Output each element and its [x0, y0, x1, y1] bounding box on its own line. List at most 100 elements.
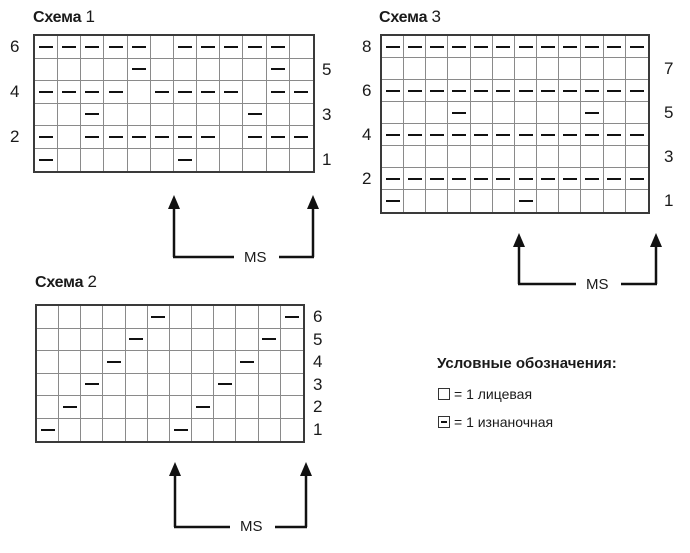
knit-stitch-cell: [197, 58, 221, 81]
knit-stitch-cell: [280, 329, 303, 351]
knit-stitch-cell: [126, 418, 148, 441]
purl-stitch-cell: [581, 124, 604, 146]
purl-stitch-cell: [448, 168, 471, 190]
purl-stitch-cell: [58, 81, 82, 104]
knit-stitch-cell: [559, 58, 582, 80]
purl-stitch-cell: [514, 124, 538, 146]
row-number-left: 2: [362, 169, 372, 188]
row-number-right: 5: [322, 59, 332, 79]
knit-stitch-cell: [214, 351, 237, 374]
knit-stitch-cell: [243, 58, 267, 81]
purl-stitch-cell: [404, 80, 427, 102]
purl-stitch-cell: [470, 168, 493, 190]
purl-stitch-cell: [492, 80, 515, 102]
knit-stitch-cell: [280, 396, 303, 419]
knit-stitch-cell: [236, 396, 259, 419]
knit-stitch-cell: [448, 146, 471, 168]
knit-stitch-cell: [382, 146, 405, 168]
purl-symbol-icon: [438, 416, 450, 428]
repeat-label: MS: [586, 276, 609, 293]
purl-stitch-cell: [103, 351, 126, 374]
purl-stitch-cell: [514, 168, 538, 190]
knit-stitch-cell: [59, 373, 82, 396]
knit-stitch-cell: [103, 306, 126, 329]
arrow-left-head-icon: [169, 462, 181, 476]
knit-stitch-cell: [290, 149, 313, 172]
purl-stitch-cell: [173, 81, 198, 104]
purl-stitch-cell: [559, 168, 582, 190]
knit-stitch-cell: [426, 58, 449, 80]
scheme-3-title-word: Схема: [379, 9, 428, 26]
knit-stitch-cell: [492, 58, 515, 80]
knit-stitch-cell: [220, 126, 244, 149]
purl-stitch-cell: [625, 80, 648, 102]
purl-stitch-cell: [514, 80, 538, 102]
purl-stitch-cell: [289, 126, 313, 149]
purl-stitch-cell: [426, 124, 449, 146]
purl-stitch-cell: [581, 168, 604, 190]
purl-stitch-cell: [492, 36, 515, 58]
knit-stitch-cell: [173, 103, 198, 126]
knit-stitch-cell: [127, 103, 151, 126]
purl-stitch-cell: [37, 418, 60, 441]
knit-stitch-cell: [603, 102, 626, 124]
purl-stitch-cell: [470, 36, 493, 58]
scheme-1-title-word: Схема: [33, 9, 82, 26]
knit-stitch-cell: [281, 419, 303, 442]
knit-stitch-cell: [404, 58, 427, 80]
purl-stitch-cell: [625, 124, 648, 146]
knit-stitch-cell: [470, 102, 493, 124]
purl-stitch-cell: [243, 126, 267, 149]
scheme-2-title-word: Схема: [35, 274, 84, 291]
knit-stitch-cell: [259, 418, 281, 441]
row-number-right: 3: [664, 147, 674, 166]
purl-stitch-cell: [243, 103, 267, 126]
row-number-right: 1: [313, 419, 323, 439]
purl-stitch-cell: [127, 58, 151, 81]
knit-stitch-cell: [150, 36, 174, 59]
arrow-right-head-icon: [307, 195, 319, 209]
knit-stitch-cell: [192, 418, 215, 441]
knit-stitch-cell: [125, 351, 148, 374]
knit-stitch-cell: [537, 190, 560, 212]
purl-stitch-cell: [236, 351, 259, 374]
knit-stitch-cell: [169, 351, 193, 374]
purl-stitch-cell: [448, 124, 471, 146]
purl-stitch-cell: [258, 328, 281, 351]
purl-stitch-cell: [625, 168, 648, 190]
purl-stitch-cell: [174, 148, 198, 171]
knit-stitch-cell: [81, 328, 104, 351]
knit-stitch-cell: [103, 328, 126, 351]
knit-stitch-cell: [192, 373, 215, 396]
knit-stitch-cell: [147, 328, 170, 351]
knit-stitch-cell: [243, 81, 267, 104]
purl-stitch-cell: [104, 81, 128, 104]
purl-stitch-cell: [537, 36, 560, 58]
knit-stitch-cell: [625, 102, 648, 124]
purl-stitch-cell: [125, 328, 148, 351]
row-number-left: 6: [362, 81, 372, 100]
purl-stitch-cell: [173, 126, 198, 149]
purl-stitch-cell: [581, 80, 604, 102]
knit-stitch-cell: [214, 328, 237, 351]
knit-stitch-cell: [220, 148, 244, 171]
knit-stitch-cell: [514, 146, 538, 168]
purl-stitch-cell: [81, 81, 105, 104]
knit-stitch-cell: [625, 146, 648, 168]
knit-stitch-cell: [147, 373, 170, 396]
knit-stitch-cell: [404, 102, 427, 124]
knit-stitch-cell: [150, 58, 174, 81]
arrow-right-head-icon: [650, 233, 662, 247]
knit-stitch-cell: [58, 58, 82, 81]
knit-stitch-cell: [151, 148, 174, 171]
knit-stitch-cell: [514, 102, 538, 124]
purl-stitch-cell: [173, 36, 198, 59]
purl-stitch-cell: [559, 80, 582, 102]
knit-stitch-cell: [267, 148, 290, 171]
knit-stitch-cell: [603, 146, 626, 168]
purl-stitch-cell: [214, 373, 237, 396]
purl-stitch-cell: [170, 418, 193, 441]
knit-stitch-cell: [537, 58, 560, 80]
knit-stitch-cell: [214, 396, 237, 419]
purl-stitch-cell: [404, 124, 427, 146]
